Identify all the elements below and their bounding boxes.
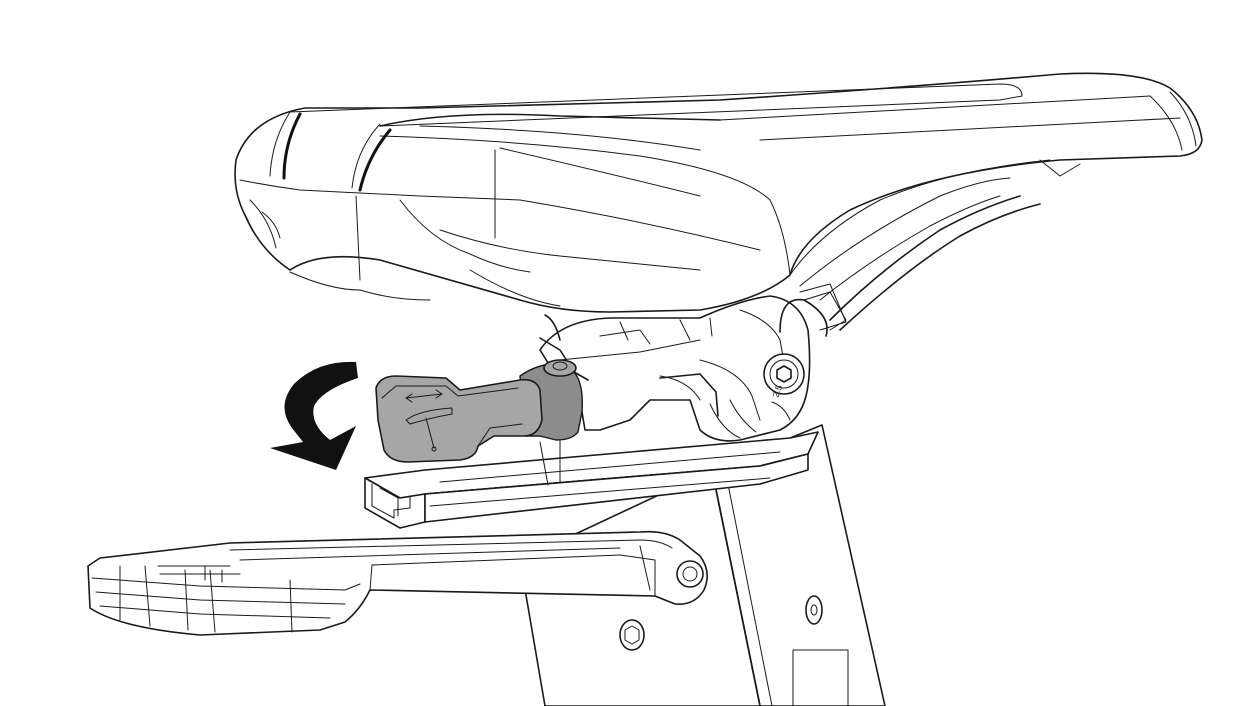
post-bolt-side xyxy=(805,595,823,625)
post-window xyxy=(792,649,849,706)
bolt-torque-label: 2.5 xyxy=(770,384,784,399)
clamp-bolt xyxy=(763,353,805,395)
post-bolt-front xyxy=(619,619,645,651)
release-latch xyxy=(375,359,584,463)
rotate-counterclockwise-arrow-icon xyxy=(270,361,358,470)
saddle xyxy=(234,72,1203,331)
accessory-tray xyxy=(87,530,708,636)
tray-pivot-bolt xyxy=(676,560,704,588)
saddle-clamp: 2.5 xyxy=(539,291,847,442)
slide-arrow-icon xyxy=(405,389,443,403)
mounting-rail xyxy=(364,431,819,529)
pull-tab-icon xyxy=(405,407,453,452)
